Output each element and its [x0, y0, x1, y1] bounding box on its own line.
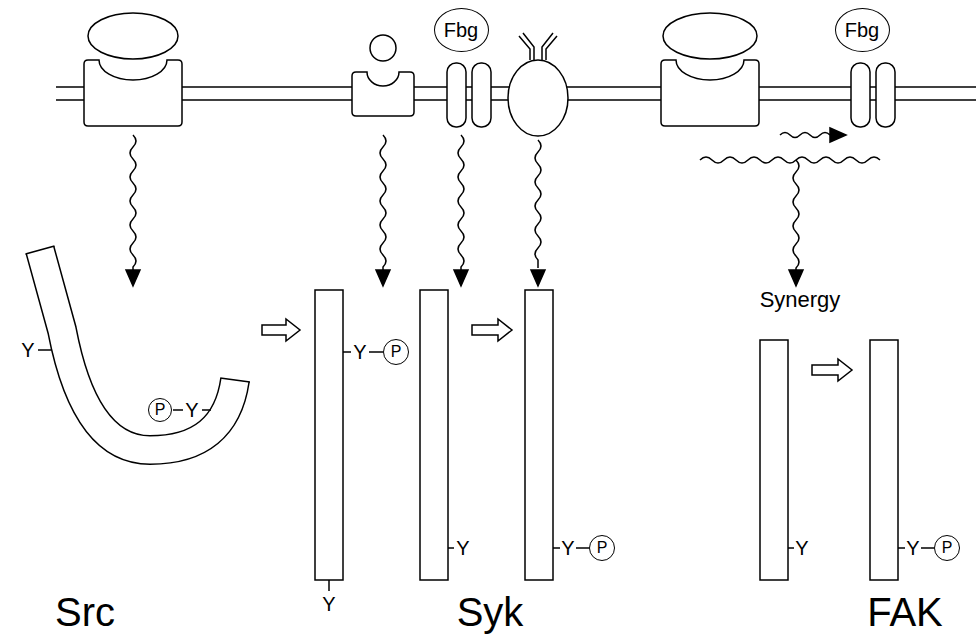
src-inactive [26, 246, 250, 450]
ligand-oval: Fbg [434, 8, 489, 52]
wavy-arrow [793, 160, 799, 272]
phospho-link [576, 547, 589, 549]
protein-bar [315, 290, 343, 580]
node-text: P [391, 344, 402, 360]
arrowhead [376, 270, 390, 286]
tyrosine-tick [343, 351, 351, 353]
tyrosine-tick [898, 547, 905, 549]
integrin-subunit [447, 63, 466, 127]
kinase-name: Syk [457, 592, 524, 632]
wavy-arrow [535, 140, 541, 268]
phospho-link [369, 351, 383, 353]
receptor [661, 60, 759, 126]
tyrosine-tick [38, 349, 51, 351]
tyrosine-label: Y [353, 342, 366, 362]
node-text: P [597, 540, 608, 556]
tyrosine-label: Y [561, 538, 574, 558]
protein-bar [420, 290, 448, 580]
tyrosine-label: Y [322, 594, 335, 614]
ligand-oval: Fbg [835, 8, 890, 52]
phospho-link [921, 547, 934, 549]
protein-bar [525, 290, 553, 580]
integrin-subunit [472, 63, 491, 127]
node-text: P [942, 540, 953, 556]
tyrosine-tick [788, 547, 794, 549]
phosphate-circle: P [383, 339, 409, 365]
phosphate-circle: P [934, 535, 960, 561]
tyrosine-tick [553, 547, 560, 549]
tyrosine-tick [328, 580, 330, 591]
kinase-name: Src [55, 592, 115, 632]
arrowhead [126, 270, 140, 286]
antibody [519, 33, 557, 60]
arrowhead [830, 128, 846, 142]
tyrosine-label: Y [456, 538, 469, 558]
tyrosine-label: Y [906, 538, 919, 558]
signal-arrows [126, 128, 880, 286]
node-text: Fbg [444, 20, 478, 40]
wavy-arrow [130, 135, 136, 272]
wavy-line [700, 157, 880, 163]
band-end [26, 246, 55, 254]
arrowhead [531, 270, 545, 286]
phosphate-circle: P [148, 398, 172, 422]
arrowhead [454, 270, 468, 286]
ligand [370, 35, 396, 61]
receptor [508, 60, 568, 136]
protein-band [40, 250, 235, 450]
phospho-link [173, 409, 183, 411]
integrin-subunit [876, 63, 895, 127]
tyrosine-label: Y [795, 538, 808, 558]
node-text: P [155, 402, 166, 418]
open-arrow [472, 319, 512, 341]
protein-bar [870, 340, 898, 580]
wavy-arrow [380, 135, 386, 272]
protein-band-fill [40, 250, 235, 450]
integrin-subunit [851, 63, 870, 127]
receptor [352, 72, 414, 116]
wavy-arrow [780, 133, 830, 138]
annotation: Synergy [760, 289, 841, 311]
receptor [84, 60, 182, 126]
node-text: Fbg [845, 20, 879, 40]
open-arrow [812, 359, 852, 381]
band-end [220, 378, 250, 382]
ligand [88, 13, 178, 59]
tyrosine-label: Y [21, 340, 34, 360]
phosphate-circle: P [589, 535, 615, 561]
tyrosine-tick [448, 547, 454, 549]
kinase-name: FAK [867, 592, 943, 632]
tyrosine-label: Y [185, 400, 198, 420]
open-arrow [262, 319, 300, 341]
arrowhead [789, 270, 803, 286]
ligand [663, 13, 757, 59]
tyrosine-tick [202, 409, 211, 411]
protein-bar [760, 340, 788, 580]
wavy-arrow [458, 135, 464, 272]
